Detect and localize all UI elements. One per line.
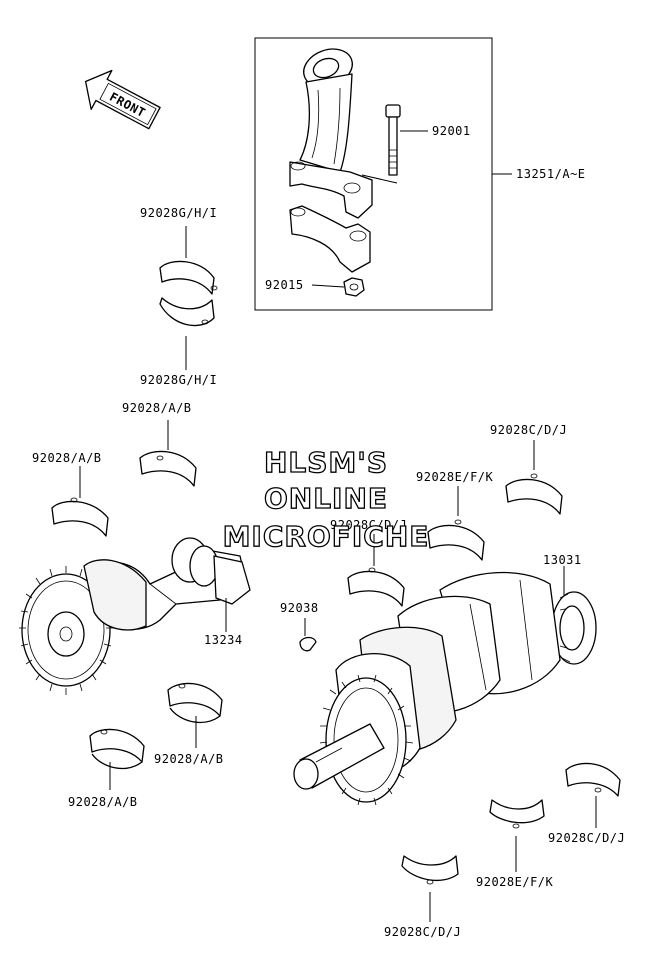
bearing-shell-ab-lower-right [167,682,223,724]
watermark-line3: MICROFICHE [223,520,430,553]
label-92028cdj-bottom: 92028C/D/J [384,925,461,939]
label-92028cdj-mid: 92028C/D/J [330,518,407,532]
watermark: HLSM'S ONLINE MICROFICHE [222,445,430,553]
label-92028ab-lower-left: 92028/A/B [68,795,138,809]
balancer-shaft [19,537,251,695]
label-92028ab-upper-right: 92028/A/B [122,401,192,415]
connecting-rod-cap [289,205,371,273]
bearing-shell-ab-lower-left [89,728,145,770]
watermark-line1: HLSM'S [264,446,388,479]
label-92015: 92015 [265,278,304,292]
crankshaft [293,571,597,806]
bearing-shell-cdj-lower-right [565,762,621,797]
watermark-line2: ONLINE [264,482,388,515]
label-92028cdj-top-right: 92028C/D/J [490,423,567,437]
label-92028ab-lower-right: 92028/A/B [154,752,224,766]
bearing-shell-cdj-mid [347,567,405,607]
label-13031: 13031 [543,553,582,567]
label-92028ab-upper-left: 92028/A/B [32,451,102,465]
bearing-shell-cdj-top-right [505,473,563,515]
label-92001: 92001 [432,124,471,138]
label-13251: 13251/A~E [516,167,586,181]
label-92028efk-lower: 92028E/F/K [476,875,554,889]
label-92028cdj-lower-right: 92028C/D/J [548,831,625,845]
label-92028ghi-top: 92028G/H/I [140,206,217,220]
conrod-bolt [385,104,401,176]
bearing-shell-cdj-bottom [401,855,459,885]
balancer-gear [19,566,113,695]
bearing-shell-ghi-lower [159,297,215,327]
bearing-shell-efk-upper [427,519,485,561]
bearing-shell-ab-upper-right [139,450,197,487]
label-92028efk-upper: 92028E/F/K [416,470,494,484]
bearing-shell-ghi-upper [159,260,218,295]
label-92028ghi-bottom: 92028G/H/I [140,373,217,387]
label-92038: 92038 [280,601,319,615]
front-arrow: FRONT [84,69,161,130]
bearing-shell-ab-upper-left [51,497,109,537]
conrod-nut [343,277,365,297]
bearing-shell-efk-lower [489,799,545,829]
connecting-rod [289,48,373,219]
label-13234: 13234 [204,633,243,647]
woodruff-key [299,636,317,652]
